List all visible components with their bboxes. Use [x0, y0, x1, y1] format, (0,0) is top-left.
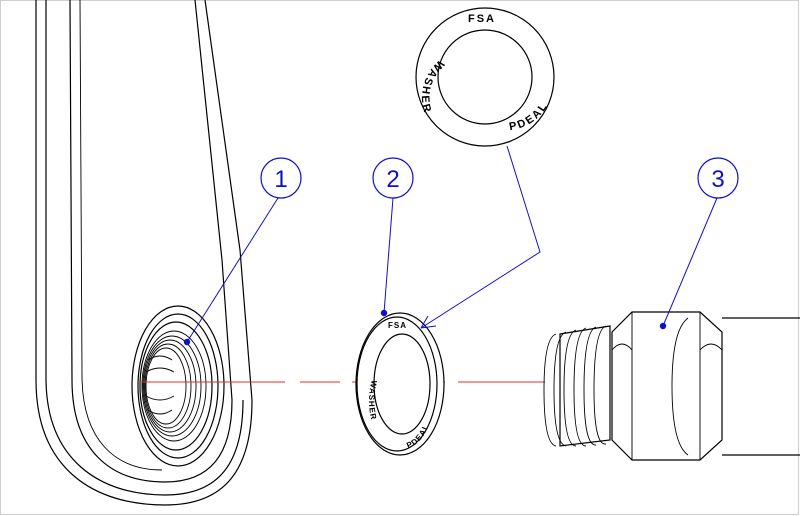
callout-1-number: 1 — [274, 166, 287, 193]
callout-3: 3 — [697, 157, 739, 199]
washer-detail-logo: FSA — [468, 13, 496, 25]
callout-leaders — [183, 145, 718, 346]
washer-detail-view: WASHER PDEAL FSA — [415, 7, 555, 147]
washer-side-logo: FSA — [388, 321, 407, 330]
callout-2-number: 2 — [386, 166, 399, 193]
callout-3-number: 3 — [711, 166, 724, 193]
washer-side-text-left: WASHER — [367, 379, 379, 421]
callout-1: 1 — [260, 157, 302, 199]
pedal-spindle — [543, 311, 800, 461]
crank-arm — [35, 0, 253, 506]
callout-2: 2 — [372, 157, 414, 199]
washer-side-view: WASHER PDEAL FSA — [355, 312, 445, 456]
